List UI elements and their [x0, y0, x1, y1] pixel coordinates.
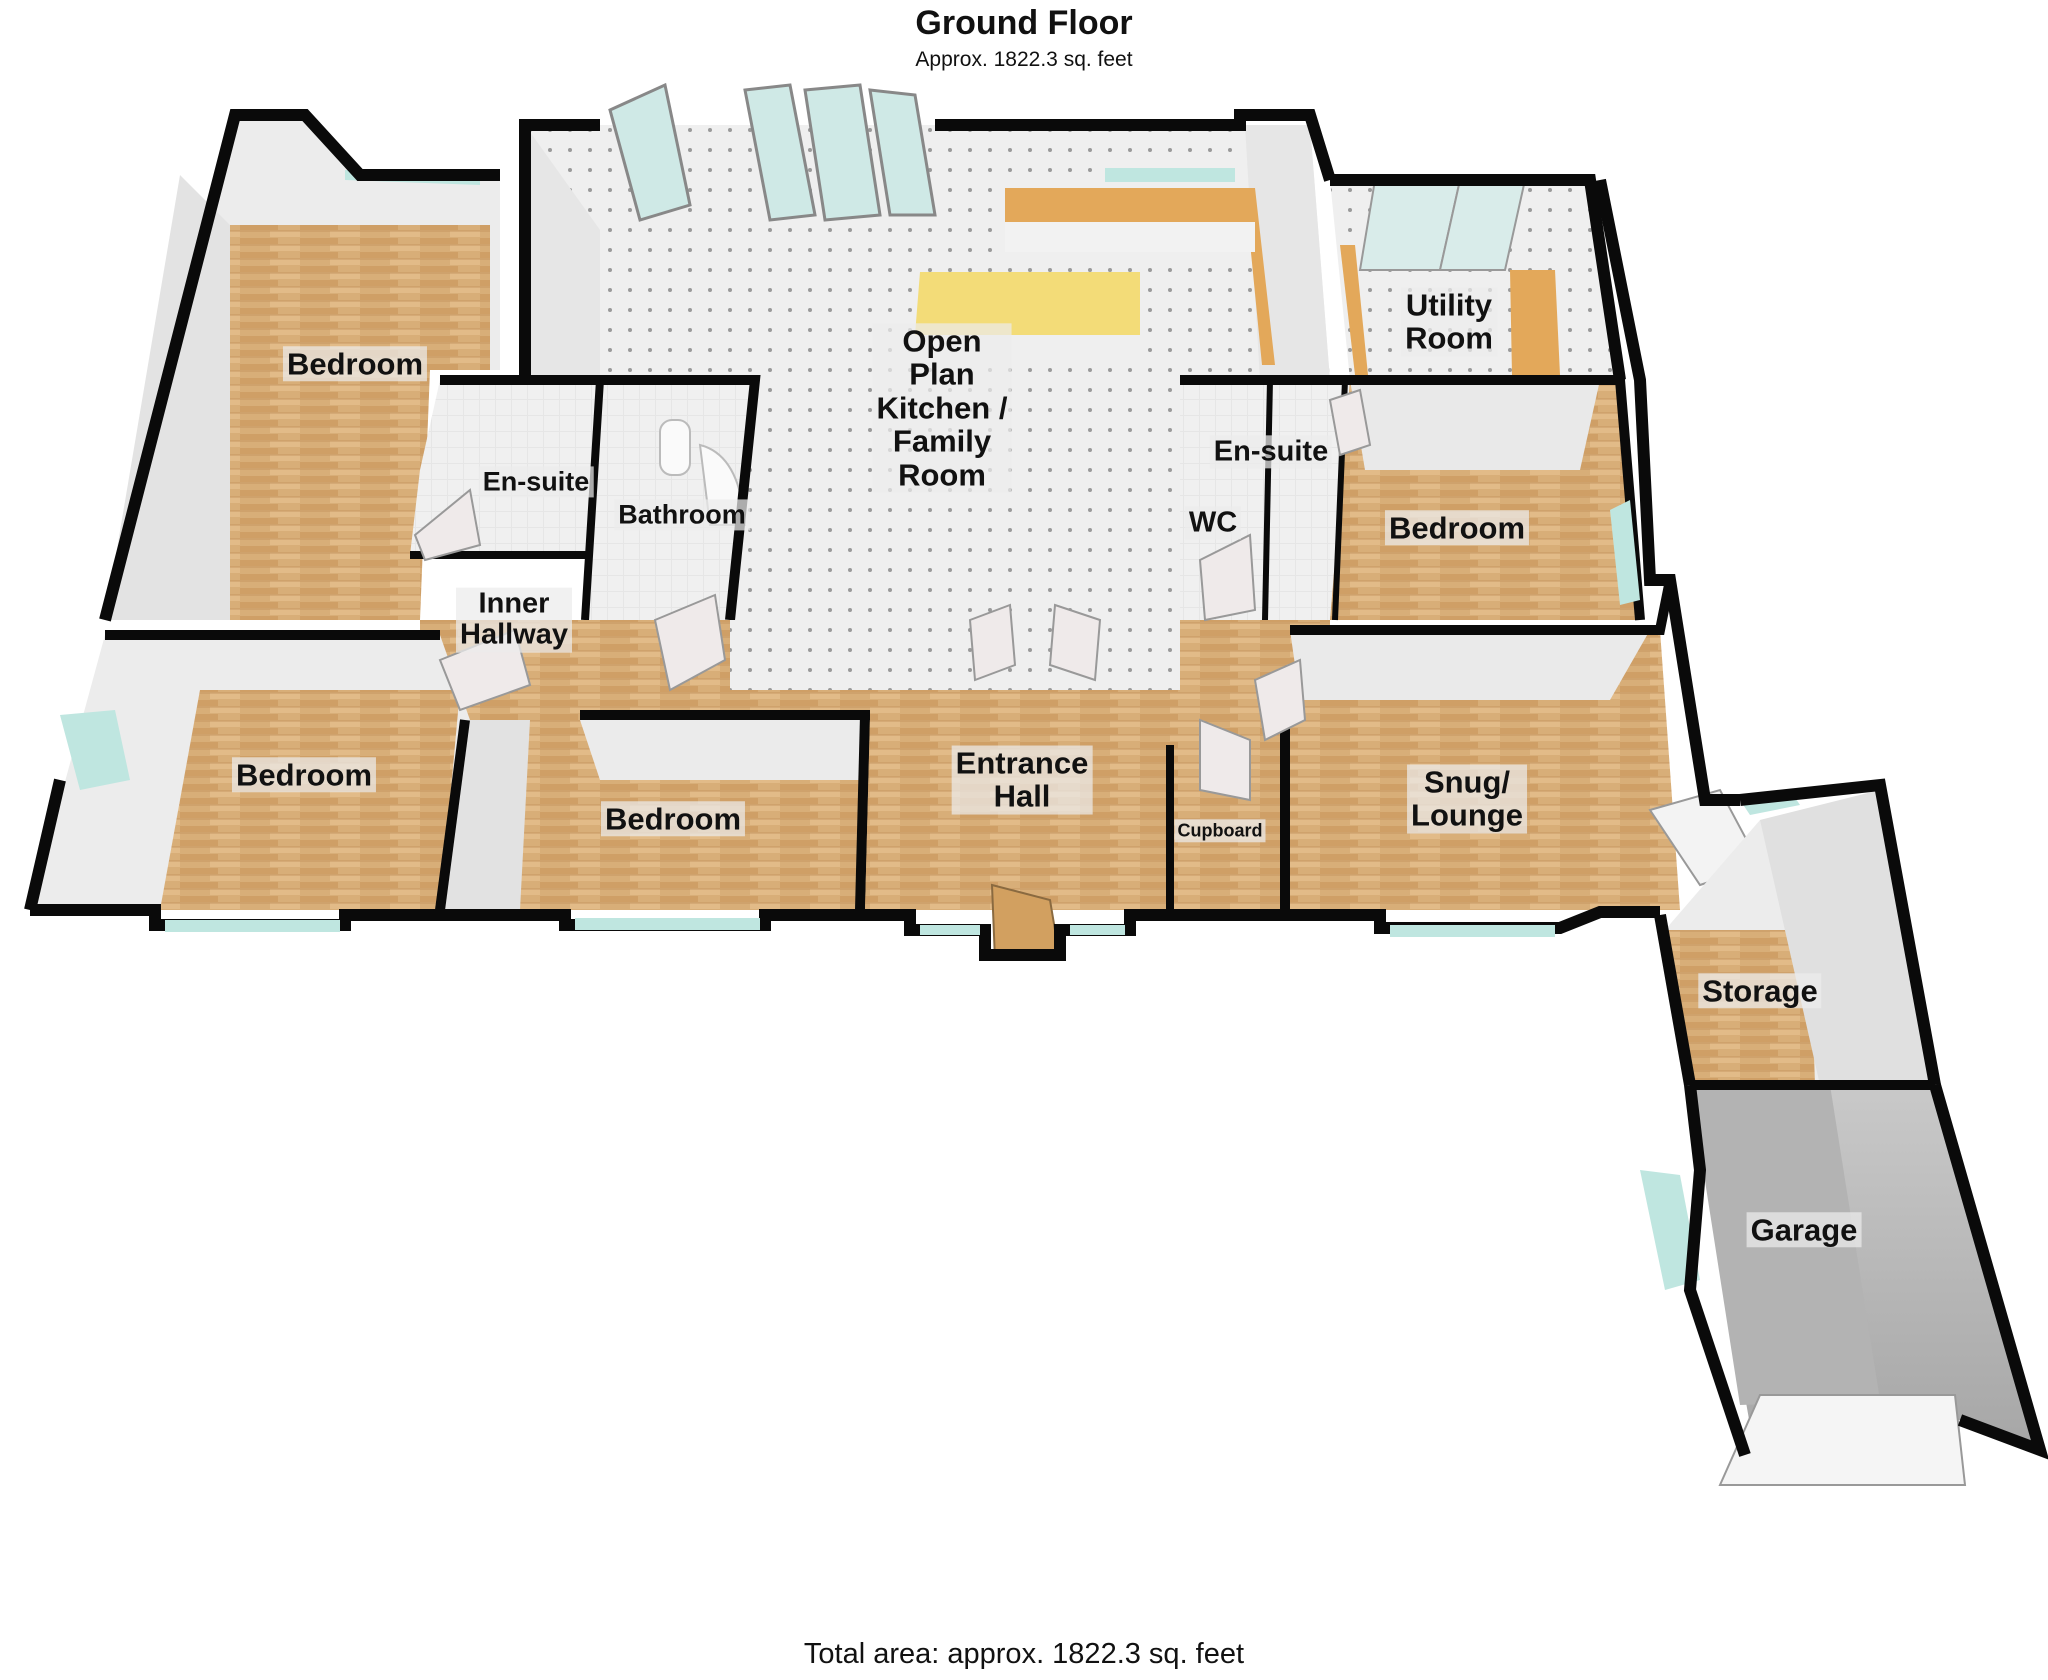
room-label-entrance-hall: Entrance Hall	[951, 745, 1093, 815]
garage-area	[1640, 1080, 2048, 1486]
room-label-bedroom-2: Bedroom	[1384, 510, 1530, 546]
interior-doors	[413, 388, 1372, 802]
room-label-ensuite-2: En-suite	[1209, 435, 1333, 469]
room-label-inner-hallway: Inner Hallway	[456, 587, 572, 653]
right-wall	[1594, 178, 1740, 806]
room-label-storage: Storage	[1698, 973, 1822, 1009]
storage-area	[1654, 778, 1941, 1087]
room-label-bedroom-1: Bedroom	[282, 346, 428, 382]
room-label-bedroom-3: Bedroom	[231, 757, 377, 793]
room-label-utility: Utility Room	[1401, 287, 1497, 357]
room-label-garage: Garage	[1746, 1212, 1862, 1248]
room-label-wc: WC	[1184, 506, 1242, 540]
room-label-cupboard: Cupboard	[1174, 819, 1266, 843]
room-label-snug: Snug/ Lounge	[1407, 764, 1527, 834]
room-label-ensuite-1: En-suite	[478, 466, 594, 498]
room-label-bathroom: Bathroom	[614, 499, 750, 531]
room-label-bedroom-4: Bedroom	[600, 801, 746, 837]
floor-title: Ground Floor	[915, 4, 1133, 42]
bottom-bedrooms-area	[24, 630, 870, 912]
room-label-kitchen: Open Plan Kitchen / Family Room	[872, 323, 1012, 493]
floor-area-subtitle: Approx. 1822.3 sq. feet	[915, 48, 1133, 71]
total-area-footer: Total area: approx. 1822.3 sq. feet	[803, 1638, 1245, 1670]
front-windows	[165, 918, 1555, 937]
